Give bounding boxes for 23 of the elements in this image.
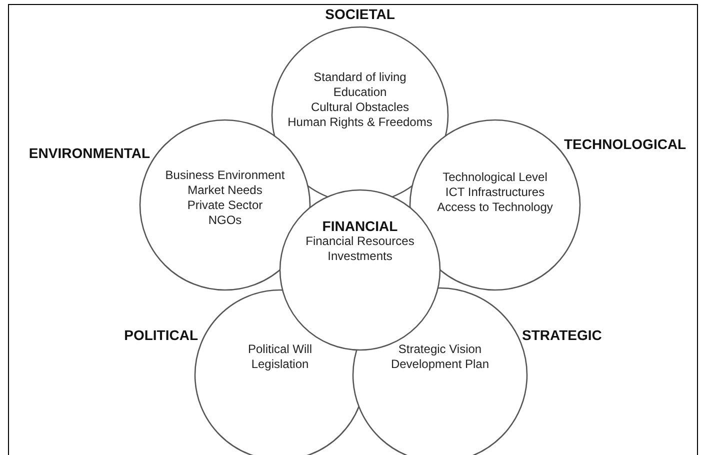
category-heading: STRATEGIC [522, 327, 602, 343]
factor-text: Investments [328, 249, 392, 264]
factor-text: Legislation [251, 357, 309, 372]
category-heading: FINANCIAL [322, 218, 398, 234]
category-heading: TECHNOLOGICAL [564, 136, 686, 152]
factor-text: Access to Technology [437, 200, 553, 215]
category-heading: ENVIRONMENTAL [28, 145, 150, 161]
factor-text: Standard of living [314, 70, 406, 85]
category-heading: SOCIETAL [325, 6, 395, 22]
factor-text: Political Will [248, 342, 312, 357]
category-heading: POLITICAL [124, 327, 198, 343]
factor-text: Strategic Vision [398, 342, 482, 357]
factor-text: Technological Level [442, 170, 548, 185]
factor-text: Development Plan [390, 357, 490, 372]
factor-text: Private Sector [187, 198, 263, 213]
factor-text: NGOs [208, 213, 242, 228]
factor-text: Financial Resources [306, 234, 414, 249]
factor-text: Market Needs [188, 183, 262, 198]
factor-text: Business Environment [165, 168, 285, 183]
factor-text: Cultural Obstacles [310, 100, 410, 115]
factor-text: Education [333, 85, 387, 100]
factor-text: Human Rights & Freedoms [288, 115, 432, 130]
factor-text: ICT Infrastructures [445, 185, 545, 200]
